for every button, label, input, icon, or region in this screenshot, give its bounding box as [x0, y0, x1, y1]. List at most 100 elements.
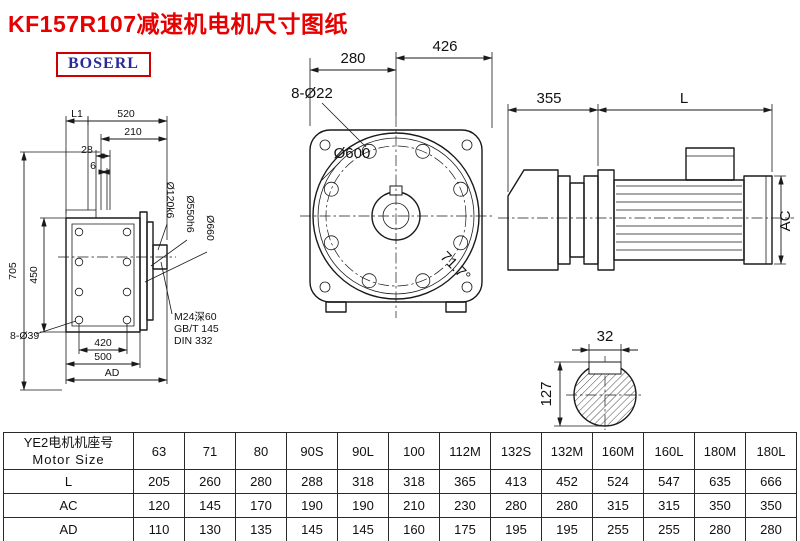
gear-input-housing — [507, 169, 559, 271]
col-header: 90S — [286, 432, 338, 470]
col-header: 180L — [745, 432, 797, 470]
row-label: AC — [3, 493, 134, 518]
table-cell: 288 — [286, 469, 338, 494]
dim-355: 355 — [536, 90, 561, 107]
table-cell: 120 — [133, 493, 185, 518]
page-title: KF157R107减速机电机尺寸图纸 — [8, 11, 349, 37]
table-cell: 135 — [235, 517, 287, 541]
table-cell: 547 — [643, 469, 695, 494]
dim-ac: AC — [777, 210, 794, 231]
table-cell: 280 — [235, 469, 287, 494]
dim-420: 420 — [94, 337, 112, 349]
table-cell: 190 — [286, 493, 338, 518]
note-gb: GB/T 145 — [174, 323, 219, 335]
table-row-L: L 205 260 280 288 318 318 365 413 452 52… — [3, 469, 797, 494]
fan-cowl — [743, 175, 773, 265]
table-cell: 452 — [541, 469, 593, 494]
header-en: Motor Size — [32, 452, 105, 467]
table-cell: 255 — [643, 517, 695, 541]
table-cell: 145 — [286, 517, 338, 541]
table-cell: 260 — [184, 469, 236, 494]
dim-l1: L1 — [71, 108, 83, 120]
table-cell: 145 — [337, 517, 389, 541]
col-header: 132M — [541, 432, 593, 470]
dim-705: 705 — [7, 262, 19, 280]
dim-426: 426 — [432, 38, 457, 55]
table-cell: 195 — [541, 517, 593, 541]
terminal-box — [685, 147, 735, 181]
mounting-holes — [74, 227, 132, 325]
col-header: 132S — [490, 432, 542, 470]
output-flange-edge — [139, 211, 148, 331]
dim-8xd22: 8-Ø22 — [291, 85, 333, 102]
front-view: 280 426 8-Ø22 Ø600 71.7° — [291, 38, 493, 318]
table-cell: 315 — [643, 493, 695, 518]
table-cell: 524 — [592, 469, 644, 494]
dim-450: 450 — [28, 266, 40, 284]
table-cell: 280 — [745, 517, 797, 541]
col-header: 160L — [643, 432, 695, 470]
motor-view: 355 L AC — [498, 90, 794, 271]
dim-angle: 71.7° — [437, 248, 474, 285]
dim-spigot-dia: Ø550h6 — [184, 195, 196, 233]
table-cell: 230 — [439, 493, 491, 518]
dim-127: 127 — [538, 381, 555, 406]
dim-ad: AD — [105, 367, 120, 379]
dim-l: L — [680, 90, 688, 107]
table-cell: 195 — [490, 517, 542, 541]
table-row-AD: AD 110 130 135 145 145 160 175 195 195 2… — [3, 517, 797, 541]
table-cell: 413 — [490, 469, 542, 494]
brand-logo: BOSERL — [56, 52, 151, 77]
table-cell: 280 — [541, 493, 593, 518]
table-cell: 255 — [592, 517, 644, 541]
table-cell: 318 — [388, 469, 440, 494]
dim-d600: Ø600 — [334, 145, 371, 162]
table-cell: 350 — [745, 493, 797, 518]
corner-holes — [319, 139, 473, 293]
table-cell: 210 — [388, 493, 440, 518]
note-din: DIN 332 — [174, 335, 213, 347]
table-cell: 110 — [133, 517, 185, 541]
col-header: 100 — [388, 432, 440, 470]
col-header: 63 — [133, 432, 185, 470]
note-tap: M24深60 — [174, 311, 217, 323]
table-cell: 318 — [337, 469, 389, 494]
header-cn: YE2电机机座号 — [23, 435, 114, 450]
table-cell: 145 — [184, 493, 236, 518]
table-cell: 170 — [235, 493, 287, 518]
shaft-keyway — [588, 361, 622, 375]
dim-flange-dia: Ø660 — [204, 215, 216, 241]
dim-shaft-dia: Ø120k6 — [164, 182, 176, 219]
table-cell: 350 — [694, 493, 746, 518]
shaft-section-view: 32 127 — [538, 328, 644, 430]
dim-28: 28 — [81, 144, 93, 156]
dim-280: 280 — [340, 50, 365, 67]
motor-flange — [597, 169, 615, 271]
table-cell: 160 — [388, 517, 440, 541]
table-cell: 280 — [490, 493, 542, 518]
motor-fins — [616, 185, 742, 251]
dim-8xd39: 8-Ø39 — [10, 330, 39, 342]
dim-520: 520 — [117, 108, 135, 120]
col-header: 112M — [439, 432, 491, 470]
table-cell: 280 — [694, 517, 746, 541]
dim-500: 500 — [94, 351, 112, 363]
row-label: AD — [3, 517, 134, 541]
table-cell: 205 — [133, 469, 185, 494]
col-header: 71 — [184, 432, 236, 470]
table-cell: 315 — [592, 493, 644, 518]
table-header-motor-size: YE2电机机座号 Motor Size — [3, 432, 134, 470]
col-header: 80 — [235, 432, 287, 470]
col-header: 160M — [592, 432, 644, 470]
dimension-table: YE2电机机座号 Motor Size 63 71 80 90S 90L 100… — [3, 432, 797, 541]
table-cell: 190 — [337, 493, 389, 518]
dim-32: 32 — [597, 328, 614, 345]
motor-body — [613, 179, 745, 261]
dim-210: 210 — [124, 126, 142, 138]
col-header: 90L — [337, 432, 389, 470]
table-cell: 635 — [694, 469, 746, 494]
table-cell: 130 — [184, 517, 236, 541]
table-row-AC: AC 120 145 170 190 190 210 230 280 280 3… — [3, 493, 797, 518]
table-cell: 365 — [439, 469, 491, 494]
